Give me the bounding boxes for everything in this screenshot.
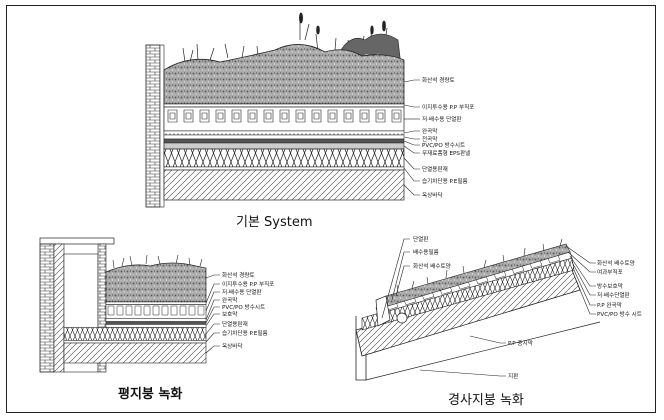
leader-line (205, 332, 220, 343)
leader-line (571, 261, 596, 296)
leader-line (403, 140, 420, 146)
layer-label: PVC/PO 방수시트 (222, 303, 265, 311)
main-brick-wall (145, 44, 161, 208)
leader-line (403, 145, 420, 154)
layer-label: 무재료폼형 EPS판넬 (422, 149, 470, 157)
leader-line (469, 335, 506, 344)
leader-line (395, 265, 410, 297)
slope-section-title: 경사지붕 녹화 (448, 393, 524, 408)
layer-label: 단열용판재 (422, 165, 448, 173)
flat-section-title: 평지붕 녹화 (118, 386, 182, 402)
layer-label: 저·배수용 단열판 (222, 288, 262, 296)
leader-line (205, 323, 220, 335)
layer-label: P.P 완곡막 (597, 301, 622, 309)
flat-soil-layer (105, 262, 207, 303)
leader-line (573, 269, 596, 306)
layer-label: 배수용필름 (413, 248, 439, 256)
layer-label: 이지투수용 P.P 부직포 (422, 103, 474, 111)
leader-line (205, 283, 220, 304)
layer-label: 옥상바닥 (222, 342, 243, 350)
layer-label: PVC/PO 방수 시트 (597, 310, 642, 318)
leader-line (391, 251, 410, 301)
layer-label: 습기차단용 P.E필름 (222, 329, 268, 337)
drawing-frame (6, 5, 656, 413)
leader-line (381, 238, 410, 319)
layer-label: PVC/PO 방수시트 (422, 141, 465, 149)
layer-label: 화산석 배수토양 (597, 259, 635, 267)
leader-line (403, 136, 420, 140)
leader-line (205, 313, 220, 327)
layer-label: 완곡막 (222, 296, 237, 304)
main-soil-layer (163, 44, 405, 105)
leader-line (403, 130, 420, 134)
layer-label: 단열판 (413, 235, 428, 243)
leader-line (205, 345, 220, 354)
layer-label: 보호막 (222, 311, 237, 318)
main-section-title: 기본 System (236, 215, 313, 230)
layer-label: 방수보호막 (597, 282, 623, 290)
layer-label: 저·배수단열판 (597, 291, 630, 299)
flat-brick-wall (39, 243, 55, 373)
leader-line (205, 299, 220, 321)
leader-line (205, 291, 220, 312)
leader-line (403, 184, 420, 196)
layer-label: P.P 중지막 (508, 339, 533, 347)
main-concrete-slab (163, 169, 405, 201)
layer-label: 저·배수용 단열판 (422, 115, 462, 123)
leader-line (569, 255, 596, 287)
flat-insulation-layer (63, 327, 207, 341)
layer-label: 완곡막 (422, 127, 437, 135)
layer-label: 화산석 경량토 (422, 76, 455, 84)
flat-concrete-slab (63, 342, 207, 364)
leader-line (565, 245, 596, 264)
layer-label: 화산석 배수토양 (413, 262, 451, 270)
main-insulation-layer (163, 148, 405, 168)
layer-label: 단열용판재 (222, 320, 248, 328)
layer-label: 옥상바닥 (422, 191, 443, 199)
leader-line (419, 369, 506, 377)
layer-label: 여과부직포 (597, 268, 623, 276)
leader-line (403, 104, 420, 108)
layer-label: 습기차단용 P.E필름 (422, 177, 468, 185)
layer-label: 이지투수용 P.P 부직포 (222, 280, 274, 288)
leader-line (205, 306, 220, 324)
layer-label: 지판 (508, 372, 518, 380)
leader-line (403, 157, 420, 170)
leader-line (567, 251, 596, 273)
leader-line (403, 167, 420, 182)
leader-line (205, 274, 220, 279)
leader-line (575, 279, 596, 315)
leader-line (403, 79, 420, 83)
layer-label: 전곡막 (422, 135, 437, 143)
layer-label: 화산석 경량토 (222, 271, 255, 279)
